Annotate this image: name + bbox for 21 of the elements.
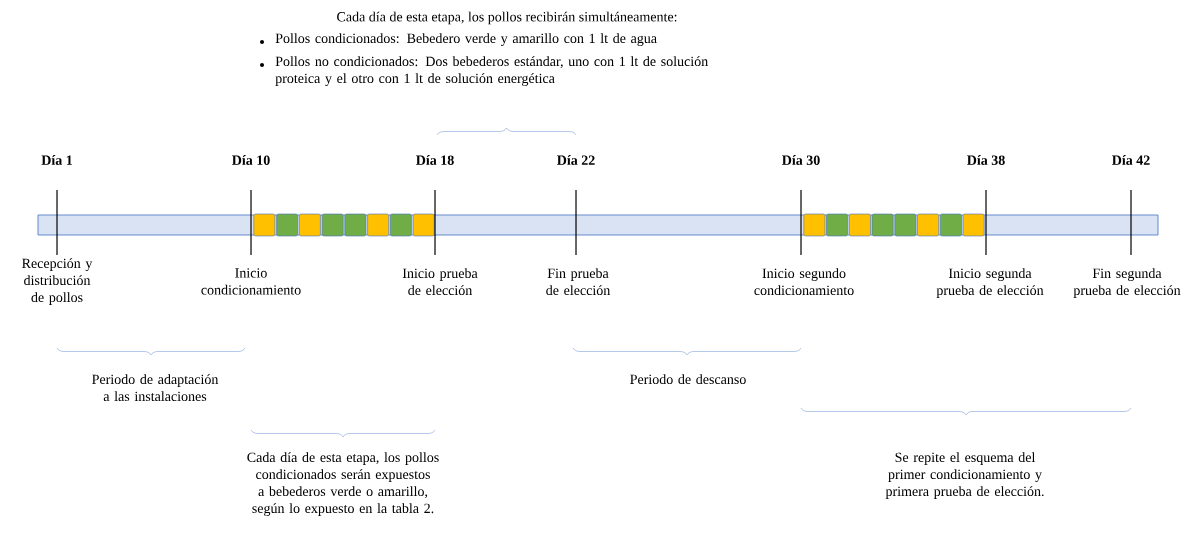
event-label: Inicio prueba de elección: [402, 268, 478, 296]
event-label: Inicio segunda prueba de elección: [936, 268, 1044, 298]
note-text: Periodo de descanso: [630, 374, 746, 385]
event-label: Fin prueba de elección: [546, 268, 611, 296]
bullet-text: Pollos no condicionados: Dos bebederos estándar, uno con 1 lt de solución proteica y el otro con 1 lt de solución energética: [275, 56, 708, 86]
event-label: Inicio condicionamiento: [201, 268, 301, 295]
note-text: Cada día de esta etapa, los pollos condicionados serán expuestos a bebederos verde o amarillo, según lo expuesto en la tabla 2.: [247, 452, 439, 516]
day-label: Día 18: [416, 155, 454, 165]
day-label: Día 10: [232, 155, 270, 165]
event-label: Fin segunda prueba de elección: [1073, 268, 1181, 298]
day-label: Día 42: [1112, 155, 1150, 165]
note-text: Periodo de adaptación a las instalaciones: [92, 374, 219, 402]
event-label: Recepción y distribución de pollos: [22, 258, 93, 305]
note-text: Se repite el esquema del primer condicionamiento y primera prueba de elección.: [885, 452, 1044, 499]
day-label: Día 22: [557, 155, 595, 165]
day-label: Día 1: [41, 155, 73, 165]
bullet-text: Pollos condicionados: Bebedero verde y amarillo con 1 lt de agua: [275, 33, 657, 46]
day-label: Día 30: [782, 155, 820, 165]
event-label: Inicio segundo condicionamiento: [754, 268, 854, 296]
heading-text: Cada día de esta etapa, los pollos recibirán simultáneamente:: [337, 11, 677, 25]
day-label: Día 38: [967, 155, 1005, 165]
